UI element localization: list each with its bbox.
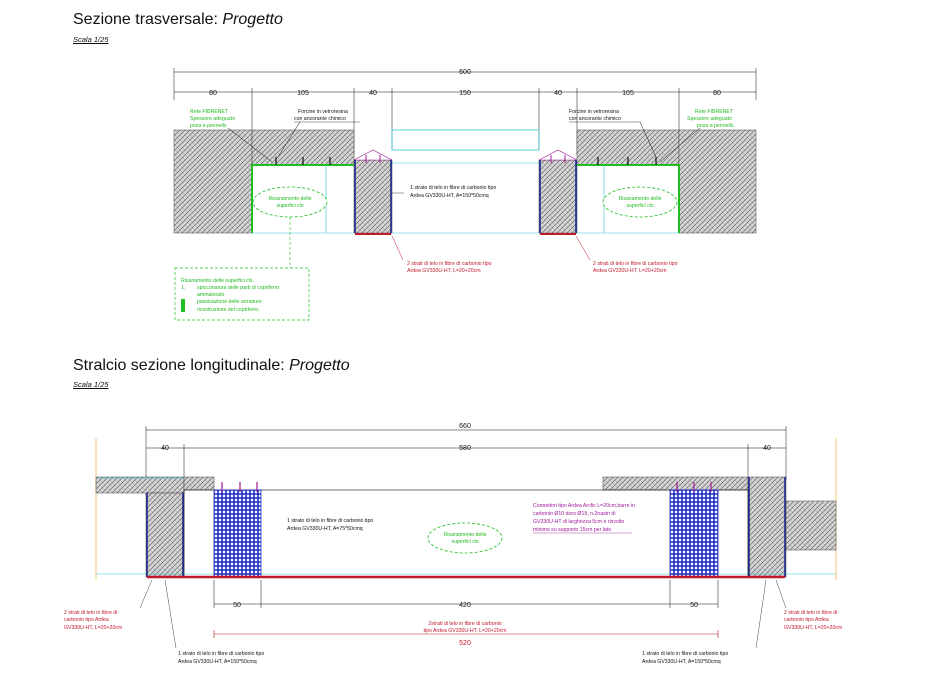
risanamento-ellipse-long xyxy=(427,522,503,554)
left-red-l2: carbonio tipo Ardea xyxy=(64,617,109,623)
left-red-l3: GV330U-HT, L=20+20cm xyxy=(64,625,122,631)
deck-right-flange xyxy=(602,476,749,491)
risan2-l2: superfici cls xyxy=(451,539,479,545)
bottom-red-l2: tipo Ardea GV330U-HT, L=20+20cm xyxy=(423,628,506,634)
conn-l3: GV330U-HT di larghezza 5cm e risvolto xyxy=(533,519,624,525)
note-forcine-left-2: con ancorante chimico xyxy=(294,116,346,122)
risan-right-1: Risanamento delle xyxy=(619,196,662,202)
support-left xyxy=(145,492,185,578)
note-forcine-right-1: Forcine in vetroresina xyxy=(569,109,619,115)
section2-scale: Scala 1/25 xyxy=(73,380,109,389)
carbon2-right-l2: Ardea GV330U-HT, L=20+20cm xyxy=(593,268,667,274)
bottom-red-dim: 520 xyxy=(459,640,471,647)
legend-l3: spicconatura delle parti di copriferro xyxy=(197,285,279,291)
blue-left-l2: Ardea GV330U-HT, A=150*50cmq xyxy=(178,659,257,665)
note-rete-left-3: posa a pennello xyxy=(190,123,227,129)
dim2-b2: 420 xyxy=(459,602,471,609)
note-forcine-right-2: con ancorante chimico xyxy=(569,116,621,122)
section1-scale: Scala 1/25 xyxy=(73,35,109,44)
dim2-mid: 580 xyxy=(459,445,471,452)
blue-left-l1: 1 strato di telo in fibre di carbonio ti… xyxy=(178,651,264,657)
dim-seg-1: 80 xyxy=(209,90,217,97)
legend-l5: passivazione delle armature xyxy=(197,299,262,305)
conn-l2: carbonio Ø10 doro Ø15, n.2nastri di xyxy=(533,511,615,517)
dim-seg-5: 40 xyxy=(554,90,562,97)
concrete-left-outer xyxy=(173,129,253,234)
carbon1-l2: Ardea GV330U-HT, A=150*50cmq xyxy=(410,193,489,199)
risan-right-2: superfici cls xyxy=(626,203,654,209)
right-red-l1: 2 strati di telo in fibre di xyxy=(784,610,837,616)
longitudinal-section: 660 40 580 40 xyxy=(64,423,842,665)
risan-left-1: Risanamento delle xyxy=(269,196,312,202)
support-right xyxy=(747,476,787,578)
dim-seg-3: 40 xyxy=(369,90,377,97)
deck-left-flange xyxy=(95,476,185,494)
risanamento-ellipse-right xyxy=(602,186,678,218)
legend-l1: Risanamento delle superfici cls. xyxy=(181,278,254,284)
bottom-red-l1: 2strati di telo in fibre di carbonio xyxy=(428,621,501,627)
mesh-right xyxy=(669,489,719,578)
fibrenet-left xyxy=(251,164,354,233)
note-rete-left-2: Spessore adeguato xyxy=(190,116,235,122)
conn-l4: minimo su supporto 15cm per lato xyxy=(533,527,611,533)
concrete-right-outer xyxy=(678,129,757,234)
dim-seg-7: 80 xyxy=(713,90,721,97)
dim-overall-text: 600 xyxy=(459,69,471,76)
right-red-l3: GV330U-HT, L=20+20cm xyxy=(784,625,842,631)
dim2-right: 40 xyxy=(763,445,771,452)
note-rete-right-2: Spessore adeguato xyxy=(687,116,732,122)
section1-title: Sezione trasversale: Progetto xyxy=(73,11,283,28)
carbon1-l1: 1 strato di telo in fibre di carbonio ti… xyxy=(410,185,496,191)
carbon2-left-l1: 2 strati di telo in fibre di carbonio ti… xyxy=(407,261,492,267)
right-red-l2: carbonio tipo Ardea xyxy=(784,617,829,623)
dim-seg-4: 150 xyxy=(459,90,471,97)
abutment-right xyxy=(785,500,837,551)
rib-left xyxy=(353,159,393,234)
left-red-l1: 2 strati di telo in fibre di xyxy=(64,610,117,616)
dim2-left: 40 xyxy=(161,445,169,452)
dim2-overall-text: 660 xyxy=(459,423,471,430)
blue-right-l1: 1 strato di telo in fibre di carbonio ti… xyxy=(642,651,728,657)
risan2-l1: Risanamento delle xyxy=(444,532,487,538)
carbon-mid-l2: Ardea GV330U-HT, A=75*50cmq xyxy=(287,526,363,532)
carbon2-left-l2: Ardea GV330U-HT, L=20+20cm xyxy=(407,268,481,274)
rib-right xyxy=(538,159,578,234)
risanamento-ellipse-left xyxy=(252,186,328,218)
legend-box xyxy=(174,267,310,321)
mesh-left xyxy=(213,489,262,578)
note-rete-left-1: Rete FIBRENET xyxy=(190,109,229,115)
legend-l4: ammalorato xyxy=(197,292,225,298)
carbon-mid-l1: 1 strato di telo in fibre di carbonio ti… xyxy=(287,518,373,524)
conn-l1: Connettori tipo Ardea Arcfic L=20cm,barr… xyxy=(533,503,635,509)
note-rete-right-3: posa a pennello xyxy=(697,123,734,129)
dim-seg-6: 105 xyxy=(622,90,634,97)
dim-seg-2: 105 xyxy=(297,90,309,97)
blue-right-l2: Ardea GV330U-HT, A=150*50cmq xyxy=(642,659,721,665)
slab-outline xyxy=(391,129,540,151)
legend-l6: ricostruzione del copriferro. xyxy=(197,307,260,313)
dim2-b3: 50 xyxy=(690,602,698,609)
cross-section: 600 80 105 40 150 40 105 80 xyxy=(173,68,757,321)
legend-swatch xyxy=(181,299,185,312)
carbon2-right-l1: 2 strati di telo in fibre di carbonio ti… xyxy=(593,261,678,267)
note-forcine-left-1: Forcine in vetroresina xyxy=(298,109,348,115)
note-rete-right-1: Rete FIBRENET xyxy=(695,109,734,115)
fibrenet-right xyxy=(577,164,680,233)
dim2-b1: 50 xyxy=(233,602,241,609)
risan-left-2: superfici cls xyxy=(276,203,304,209)
legend-l2: 1. xyxy=(181,285,185,291)
section2-title: Stralcio sezione longitudinale: Progetto xyxy=(73,357,350,374)
